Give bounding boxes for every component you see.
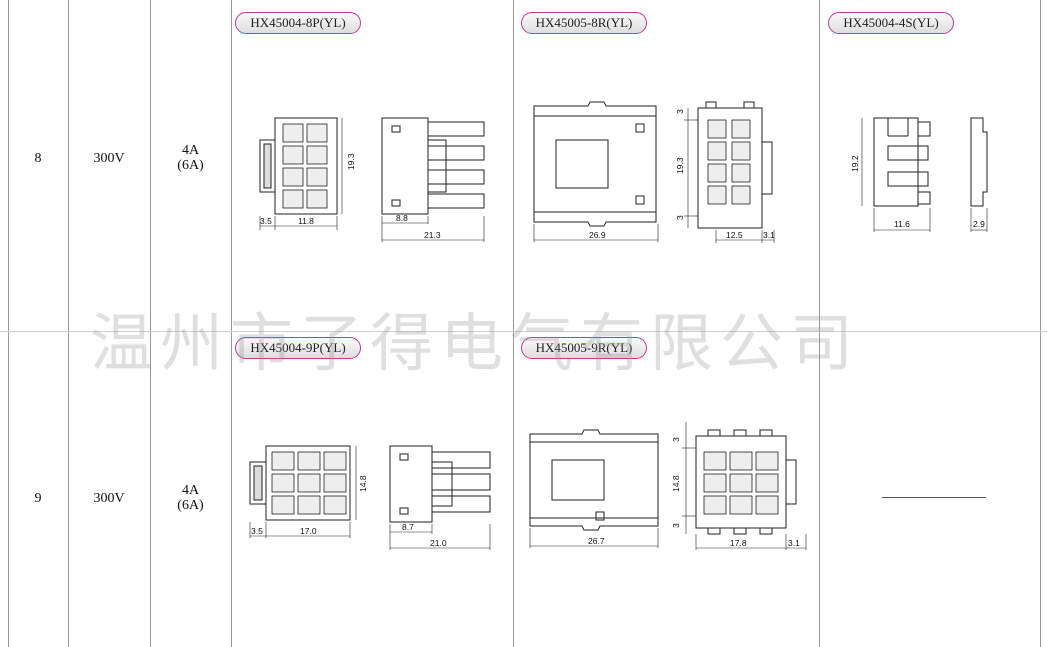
voltage-rating: 300V bbox=[93, 491, 125, 506]
dimension-label: 8.7 bbox=[402, 522, 414, 532]
row-number: 9 bbox=[34, 491, 42, 506]
dimension-label: 12.5 bbox=[726, 230, 743, 240]
grid-line bbox=[68, 0, 69, 647]
row-divider bbox=[0, 331, 1047, 332]
receptacle-drawing-front: 3 14.8 3 17.8 3.1 bbox=[671, 422, 807, 550]
dimension-label: 3.1 bbox=[763, 230, 775, 240]
receptacle-drawing-side: 26.7 bbox=[529, 429, 659, 548]
current-rating-alt: (6A) bbox=[177, 158, 204, 173]
grid-line bbox=[150, 0, 151, 647]
current-rating: 4A bbox=[181, 143, 200, 158]
dimension-label: 17.0 bbox=[300, 526, 317, 536]
part-label: HX45004-4S(YL) bbox=[828, 12, 954, 34]
connector-drawing-side: 8.8 21.3 bbox=[381, 117, 485, 242]
grid-line bbox=[513, 0, 514, 647]
dimension-label: 3.1 bbox=[788, 538, 800, 548]
dimension-label: 11.6 bbox=[894, 219, 910, 229]
dimension-label: 17.8 bbox=[730, 538, 747, 548]
receptacle-drawing-front: 3 19.3 3 12.5 3.1 bbox=[675, 101, 775, 243]
grid-line bbox=[231, 0, 232, 647]
dimension-label: 19.3 bbox=[346, 153, 356, 170]
dimension-label: 3.5 bbox=[251, 526, 263, 536]
dimension-label: 8.8 bbox=[396, 213, 408, 223]
voltage-rating: 300V bbox=[93, 151, 125, 166]
dimension-label: 3 bbox=[671, 523, 681, 528]
part-label: HX45005-8R(YL) bbox=[521, 12, 647, 34]
part-label: HX45004-8P(YL) bbox=[235, 12, 361, 34]
receptacle-drawing-side: 26.9 bbox=[533, 101, 659, 242]
dimension-label: 21.3 bbox=[424, 230, 441, 240]
grid-line bbox=[819, 0, 820, 647]
dimension-label: 14.8 bbox=[358, 475, 368, 492]
dimension-label: 21.0 bbox=[430, 538, 447, 548]
dimension-label: 11.8 bbox=[298, 216, 314, 226]
grid-line bbox=[8, 0, 9, 647]
terminal-drawing-front: 19.2 11.6 bbox=[850, 117, 931, 232]
dimension-label: 3.5 bbox=[260, 216, 272, 226]
terminal-drawing-side: 2.9 bbox=[970, 117, 988, 232]
dimension-label: 26.7 bbox=[588, 536, 605, 546]
connector-drawing-front: 3.5 17.0 14.8 bbox=[249, 445, 368, 538]
dimension-label: 3 bbox=[671, 437, 681, 442]
part-label: HX45004-9P(YL) bbox=[235, 337, 361, 359]
dimension-label: 26.9 bbox=[589, 230, 606, 240]
current-rating-alt: (6A) bbox=[177, 498, 204, 513]
part-label: HX45005-9R(YL) bbox=[521, 337, 647, 359]
dimension-label: 3 bbox=[675, 215, 685, 220]
current-rating: 4A bbox=[181, 483, 200, 498]
connector-drawing-front: 3.5 11.8 19.3 bbox=[259, 117, 356, 230]
empty-cell-dash bbox=[882, 497, 986, 498]
dimension-label: 2.9 bbox=[973, 219, 985, 229]
dimension-label: 19.2 bbox=[850, 155, 860, 172]
dimension-label: 3 bbox=[675, 109, 685, 114]
dimension-label: 14.8 bbox=[671, 475, 681, 492]
grid-line bbox=[1040, 0, 1041, 647]
row-number: 8 bbox=[34, 151, 42, 166]
dimension-label: 19.3 bbox=[675, 157, 685, 174]
connector-drawing-side: 8.7 21.0 bbox=[389, 445, 491, 550]
